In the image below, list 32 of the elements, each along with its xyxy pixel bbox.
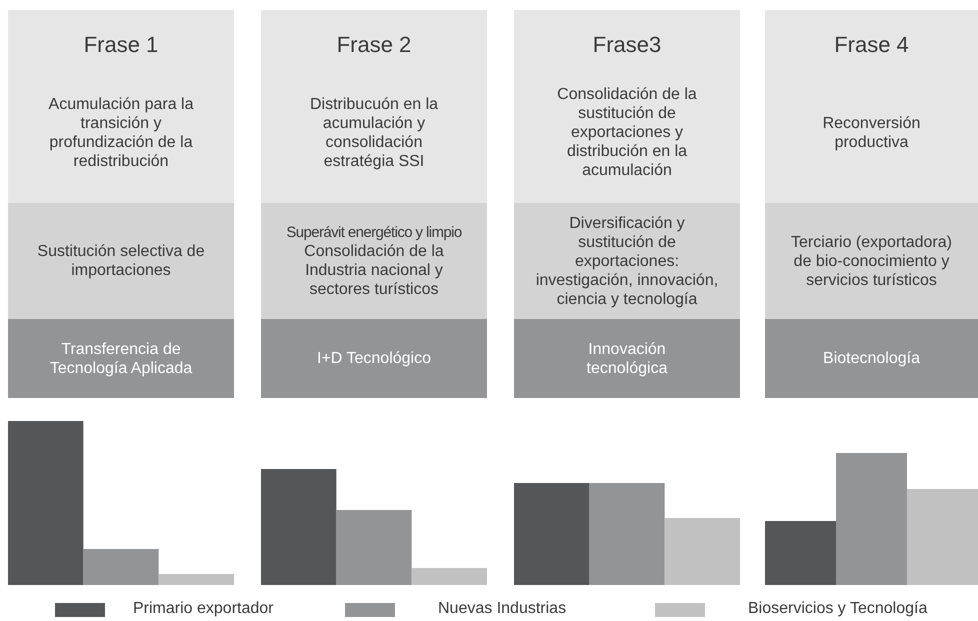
- phase-title: Frase 4: [834, 32, 909, 58]
- panel-text: Biotecnología: [823, 349, 920, 368]
- panel-text: Innovación tecnológica: [586, 340, 668, 378]
- phase-description: Reconversión productiva: [822, 114, 922, 152]
- phase-panel: [8, 10, 234, 203]
- panel-text: Transferencia de Tecnología Aplicada: [48, 340, 194, 378]
- technology-panel: [261, 319, 487, 398]
- phase-description: Consolidación de la sustitución de exportaciones y distribución en la acumulación: [556, 85, 698, 181]
- legend-label: Bioservicios y Tecnología: [748, 600, 928, 618]
- legend-label: Primario exportador: [133, 600, 274, 618]
- strategy-panel: [514, 203, 740, 319]
- phase-description: Distribucuón en la acumulación y consolidación estratégia SSI: [308, 94, 440, 172]
- phase-description: Acumulación para la transición y profundización de la redistribución: [48, 94, 194, 172]
- technology-panel: [514, 319, 740, 398]
- panel-text: Superávit energético y limpio: [286, 223, 462, 242]
- phase-title: Frase 2: [336, 32, 412, 58]
- legend-label: Nuevas Industrias: [438, 600, 566, 618]
- panel-text: Consolidación de la Industria nacional y sectores turísticos: [303, 242, 445, 299]
- phase-panel: [514, 10, 740, 203]
- strategy-panel: [8, 203, 234, 319]
- phase-panel: [765, 10, 978, 203]
- panel-text: I+D Tecnológico: [317, 349, 431, 368]
- phase-title: Frase3: [592, 32, 662, 58]
- panel-text: Diversificación y sustitución de exportaciones: investigación, innovación, ciencia y tecnología: [534, 214, 720, 308]
- panel-text: Sustitución selectiva de importaciones: [36, 242, 206, 280]
- phase-panel: [261, 10, 487, 203]
- phase-title: Frase 1: [84, 32, 158, 58]
- technology-panel: [8, 319, 234, 398]
- strategy-panel: [261, 203, 487, 319]
- technology-panel: [765, 319, 978, 398]
- panel-text: Terciario (exportadora) de bio-conocimiento y servicios turísticos: [790, 232, 953, 290]
- strategy-panel: [765, 203, 978, 319]
